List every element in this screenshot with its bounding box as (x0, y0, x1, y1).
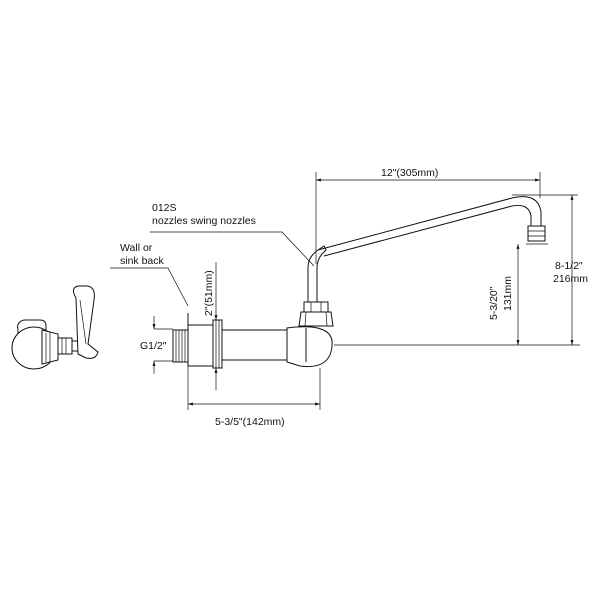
spout-reach-label: 12"(305mm) (381, 167, 438, 179)
model-label: 012S (152, 202, 177, 214)
projection-label: 5-3/5"(142mm) (215, 416, 285, 428)
spout-height-in-label: 5-3/20" (488, 286, 500, 320)
spout-height-mm-label: 131mm (502, 276, 514, 311)
dimension-lines (152, 178, 574, 406)
spout-arm (317, 196, 546, 257)
extension-lines (154, 172, 580, 410)
model-desc-label: nozzles swing nozzles (152, 215, 256, 227)
total-height-mm-label: 216mm (553, 273, 588, 285)
labels: 012S nozzles swing nozzles Wall or sink … (120, 167, 588, 428)
wall-label-line1: Wall or (120, 242, 153, 254)
handle-side-view (11, 285, 99, 370)
centerline-height-label: 2"(51mm) (203, 270, 215, 316)
total-height-in-label: 8-1/2" (555, 260, 583, 272)
spout-body (298, 245, 334, 327)
wall-label-line2: sink back (120, 255, 165, 267)
leader-lines (110, 231, 315, 307)
wall-inlet (172, 313, 333, 369)
inlet-thread-label: G1/2" (140, 340, 167, 352)
